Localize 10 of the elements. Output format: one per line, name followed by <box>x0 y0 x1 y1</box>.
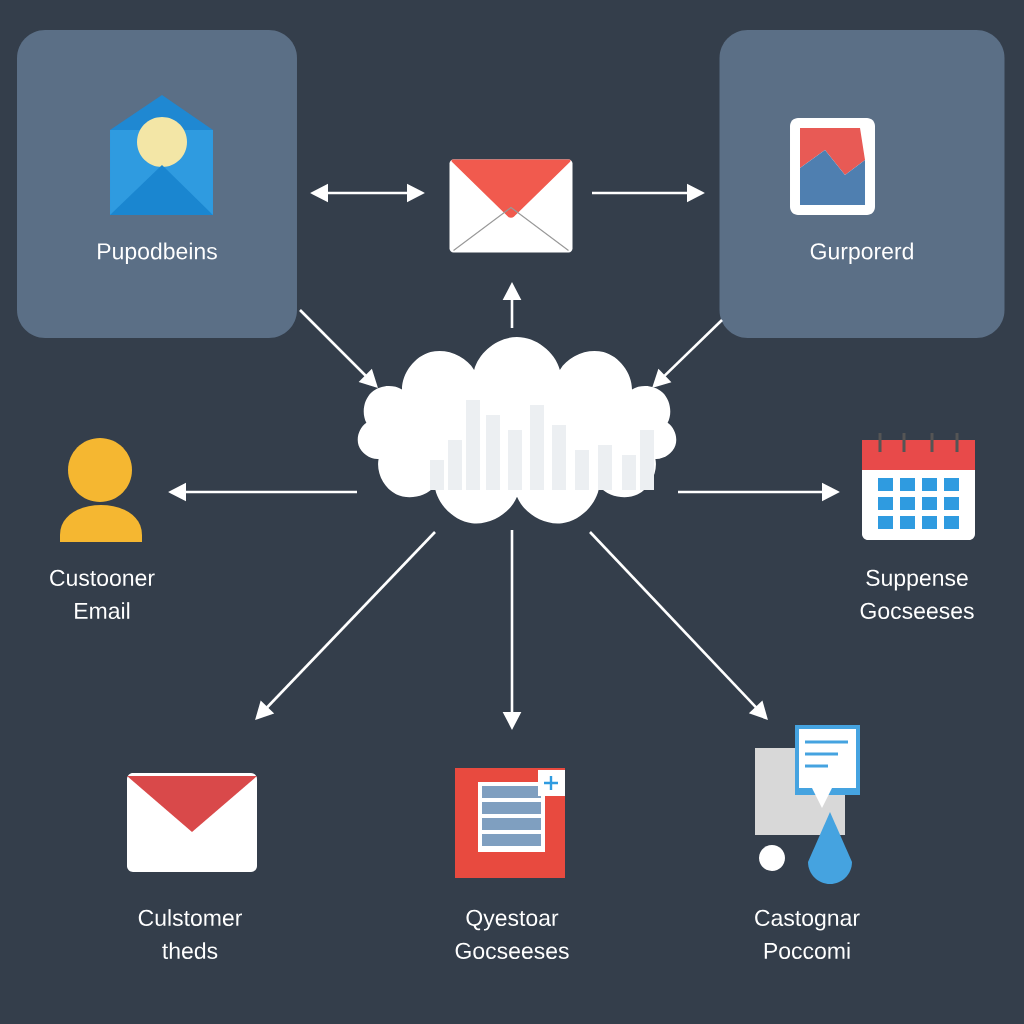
arrow <box>255 531 436 720</box>
icon-caption: Suppense Gocseeses <box>860 569 974 619</box>
icon-caption: Culstomer theds <box>138 909 242 959</box>
icon-caption: Custooner Email <box>50 569 155 619</box>
arrow <box>589 531 768 720</box>
arrow <box>652 319 723 388</box>
icon-caption: Castognar Poccomi <box>755 909 860 959</box>
arrow <box>299 309 378 388</box>
envelope-picture <box>449 159 573 253</box>
icon-caption: Qyestoar Gocseeses <box>455 909 569 959</box>
